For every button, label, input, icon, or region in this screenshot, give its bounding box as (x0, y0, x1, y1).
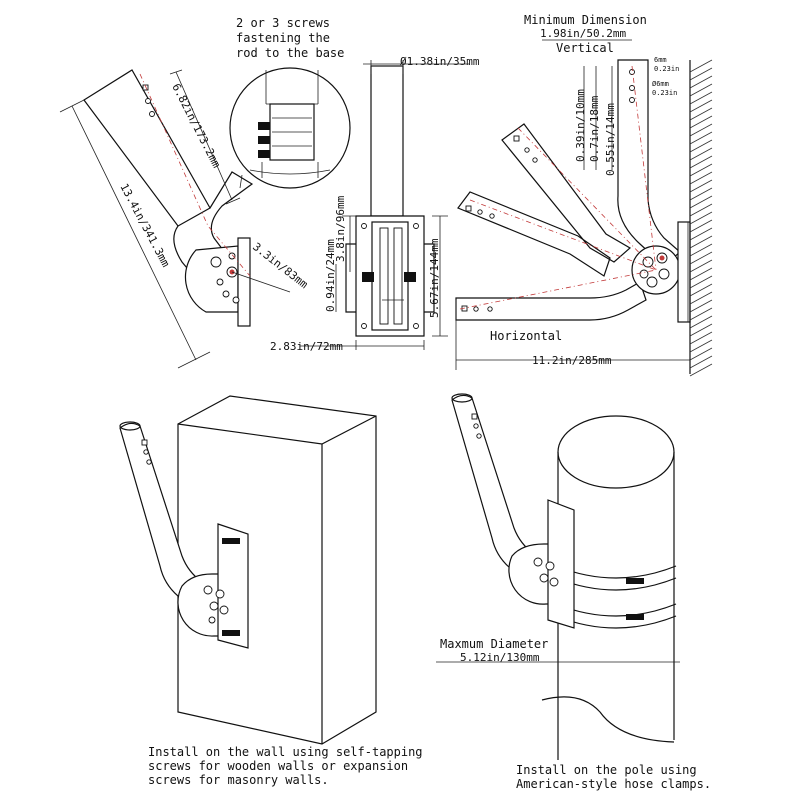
wall-hatch-line (689, 99, 713, 113)
wall-mount-plate (217, 523, 249, 649)
wall-hatch-line (689, 187, 713, 201)
dim-arm-length: 6.82in/173.2mm (169, 81, 223, 170)
dim-horizontal-length: 11.2in/285mm (532, 354, 612, 367)
pole-mount-plate (547, 499, 575, 629)
min-dimension-title: Minimum Dimension (524, 13, 647, 27)
pole-caption-line-2: American-style hose clamps. (516, 777, 711, 791)
wall-hatch-line (689, 107, 713, 121)
wall-hatch-line (689, 299, 713, 313)
dim-vertical-3: 0.55in/14mm (604, 103, 617, 176)
dim-base-offset: 3.3in/83mm (250, 240, 310, 291)
dim-plate-total: 5.67in/144mm (428, 238, 441, 318)
wall-hatch-line (689, 83, 713, 97)
wall-hatch-line (689, 243, 713, 257)
detail-circle (229, 67, 351, 189)
dim-plate-width: 2.83in/72mm (270, 340, 343, 353)
pole-install-view: Maxmum Diameter 5.12in/130mm Install on … (436, 393, 711, 791)
wall-hatch-line (689, 227, 713, 241)
dim-hole-6mm: 6mm (654, 56, 667, 64)
wall-hatch-line (689, 163, 713, 177)
wall-hatch-line (689, 91, 713, 105)
wall-hatching (689, 59, 713, 377)
front-pipe (370, 65, 404, 217)
wall-hatch-line (689, 259, 713, 273)
dim-slot-height: 0.94in/24mm (324, 239, 337, 312)
label-vertical: Vertical (556, 41, 614, 55)
pole-top (557, 415, 675, 489)
wall-hatch-line (689, 363, 713, 377)
dim-plate-height: 3.8in/96mm (334, 195, 347, 262)
wall-hatch-line (689, 147, 713, 161)
wall-hatch-line (689, 323, 713, 337)
min-dimension-value: 1.98in/50.2mm (540, 27, 626, 40)
wall-hatch-line (689, 251, 713, 265)
dim-total-length: 13.4in/341.3mm (117, 181, 172, 269)
wall-hatch-line (689, 211, 713, 225)
pole-caption-line-1: Install on the pole using (516, 763, 697, 777)
wall-hatch-line (689, 315, 713, 329)
dim-hole-phi6mm-in: 0.23in (652, 89, 677, 97)
horizontal-tube (455, 281, 647, 321)
wall-hatch-line (689, 347, 713, 361)
wall-hatch-line (689, 339, 713, 353)
wall-hatch-line (689, 155, 713, 169)
wall-caption-line-3: screws for masonry walls. (148, 773, 329, 787)
rotation-view: Minimum Dimension 1.98in/50.2mm Vertical… (455, 13, 713, 377)
wall-hatch-line (689, 123, 713, 137)
dim-vertical-2: 0.7in/18mm (588, 95, 601, 162)
wall-hatch-line (689, 331, 713, 345)
wall-hatch-line (689, 203, 713, 217)
wall-hatch-line (689, 195, 713, 209)
screws-note-line-2: fastening the (236, 31, 330, 45)
wall-hatch-line (689, 179, 713, 193)
wall-hatch-line (689, 275, 713, 289)
max-diameter-title: Maxmum Diameter (440, 637, 548, 651)
screws-note-line-3: rod to the base (236, 46, 344, 60)
wall-hatch-line (689, 267, 713, 281)
wall-hatch-line (689, 59, 713, 73)
angled-tube-60 (501, 123, 632, 263)
wall-hatch-line (689, 291, 713, 305)
wall-block-top (177, 395, 377, 745)
wall-caption-line-1: Install on the wall using self-tapping (148, 745, 423, 759)
max-diameter-value: 5.12in/130mm (460, 651, 540, 664)
tilted-elbow (173, 171, 254, 287)
label-horizontal: Horizontal (490, 329, 562, 343)
wall-hatch-line (689, 75, 713, 89)
wall-hatch-line (689, 131, 713, 145)
dim-pipe-diameter: Ø1.38in/35mm (400, 55, 480, 68)
wall-hatch-line (689, 355, 713, 369)
wall-hatch-line (689, 219, 713, 233)
dim-hole-6mm-in: 0.23in (654, 65, 679, 73)
wall-caption-line-2: screws for wooden walls or expansion (148, 759, 408, 773)
wall-hatch-line (689, 235, 713, 249)
tilted-base-plate (237, 237, 251, 327)
wall-install-view: Install on the wall using self-tapping s… (119, 395, 423, 787)
wall-hatch-line (689, 307, 713, 321)
wall-hatch-line (689, 67, 713, 81)
dim-vertical-1: 0.39in/10mm (574, 89, 587, 162)
front-view: Ø1.38in/35mm 3.8in/96mm 0.94in/24mm 5.67… (270, 55, 480, 353)
wall-hatch-line (689, 171, 713, 185)
screws-note-line-1: 2 or 3 screws (236, 16, 330, 30)
screws-detail: 2 or 3 screws fastening the rod to the b… (229, 16, 351, 189)
dim-hole-phi6mm: Ø6mm (652, 80, 669, 88)
tilted-tube (83, 69, 211, 227)
wall-hatch-line (689, 139, 713, 153)
angled-tube-30 (457, 191, 611, 277)
wall-hatch-line (689, 283, 713, 297)
wall-hatch-line (689, 115, 713, 129)
wall-mount-tube (119, 422, 215, 611)
